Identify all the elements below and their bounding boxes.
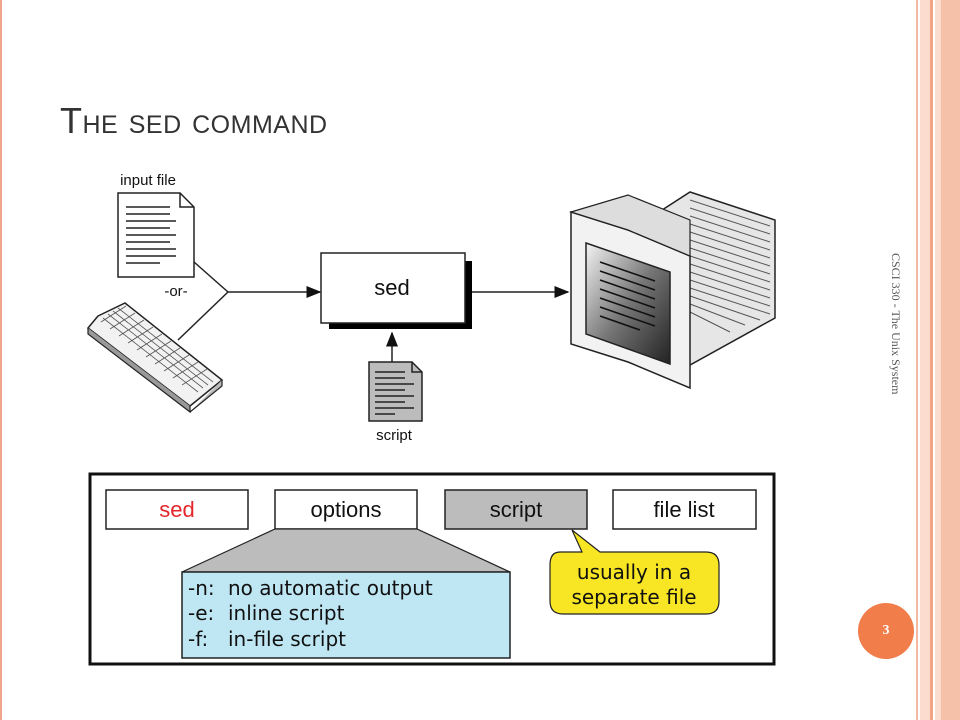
option-flag: -n:	[188, 576, 215, 600]
option-flag: -e:	[188, 601, 214, 625]
syntax-sed-label: sed	[159, 497, 194, 522]
syntax-sed-box	[105, 489, 249, 530]
script-label: script	[376, 427, 413, 444]
syntax-options-label: options	[311, 497, 382, 522]
option-flag: -f:	[188, 627, 208, 651]
slide-title: The sed command	[60, 100, 328, 141]
decor-stripe	[916, 0, 918, 720]
sed-box	[320, 252, 466, 324]
left-border	[0, 0, 2, 720]
syntax-options-box	[274, 489, 418, 530]
connector-keyboard	[177, 291, 229, 341]
syntax-filelist-box	[612, 489, 757, 530]
callout-line: usually in a	[577, 560, 691, 584]
course-label: CSCI 330 - The Unix System	[889, 253, 903, 395]
syntax-filelist-label: file list	[653, 497, 714, 522]
decor-stripe	[935, 0, 941, 720]
monitor-icon	[568, 191, 776, 390]
decor-stripe	[930, 0, 933, 720]
keyboard-icon	[86, 302, 224, 414]
option-desc: in-file script	[228, 627, 346, 651]
syntax-script-label: script	[490, 497, 543, 522]
option-desc: inline script	[228, 601, 345, 625]
sed-box-label: sed	[374, 275, 409, 300]
options-detail-panel	[181, 571, 511, 659]
input-file-label: input file	[120, 172, 176, 189]
script-document-icon	[368, 361, 423, 422]
script-callout	[549, 529, 720, 615]
decor-stripe	[941, 0, 960, 720]
slide-number-badge: 3	[858, 603, 914, 659]
syntax-script-box	[444, 489, 588, 530]
document-icon	[117, 192, 195, 278]
connector-file	[193, 261, 229, 293]
decor-stripe	[920, 0, 930, 720]
option-desc: no automatic output	[228, 576, 433, 600]
callout-line: separate file	[571, 585, 696, 609]
or-label: -or-	[164, 283, 187, 300]
